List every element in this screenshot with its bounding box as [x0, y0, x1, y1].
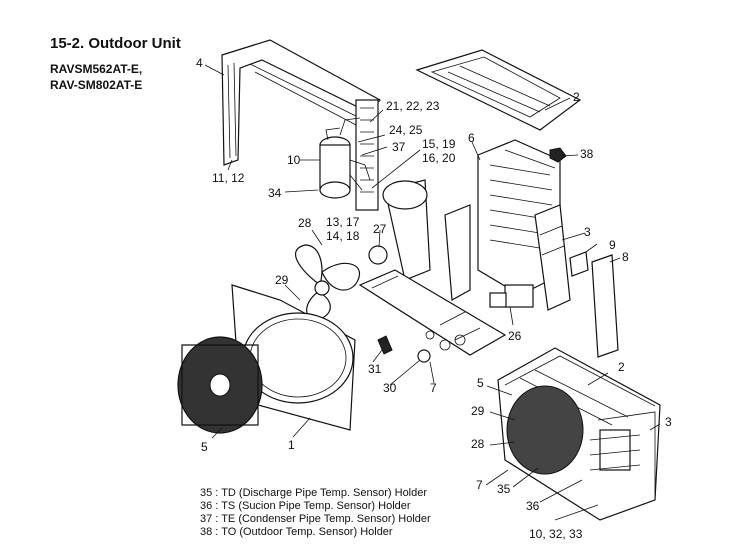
callout-3-bottom: 3: [665, 415, 672, 429]
callout-31: 31: [368, 362, 382, 376]
callout-5-right: 5: [477, 376, 484, 390]
callout-34: 34: [268, 186, 282, 200]
leader-lines: [204, 64, 661, 521]
motor-base: [368, 179, 431, 281]
legend-item: 35 : TD (Discharge Pipe Temp. Sensor) Ho…: [200, 487, 428, 499]
compressor-assembly: [319, 117, 371, 199]
callout-15-19: 15, 19: [422, 137, 456, 151]
front-panel: [231, 284, 356, 431]
model-name-1: RAVSM562AT-E,: [50, 62, 143, 76]
valve-cover: [569, 251, 619, 358]
callout-28-top: 28: [298, 216, 312, 230]
callout-29-top: 29: [275, 273, 289, 287]
callout-27: 27: [373, 222, 387, 236]
callout-7-mid: 7: [430, 381, 437, 395]
legend-item: 38 : TO (Outdoor Temp. Sensor) Holder: [200, 526, 393, 538]
callout-13-17: 13, 17: [326, 215, 360, 229]
callout-2-top: 2: [573, 90, 580, 104]
callout-5-left: 5: [201, 440, 208, 454]
callout-38: 38: [580, 147, 594, 161]
assembled-unit: [497, 347, 661, 521]
callout-26: 26: [508, 329, 522, 343]
callout-3-top: 3: [584, 225, 591, 239]
callout-35: 35: [497, 482, 511, 496]
model-name-2: RAV-SM802AT-E: [50, 78, 143, 92]
callout-9: 9: [609, 238, 616, 252]
fan-blade: [294, 244, 361, 321]
base-plate: [358, 269, 507, 356]
callout-6: 6: [468, 131, 475, 145]
fan-grille: [177, 336, 263, 434]
callout-1: 1: [288, 438, 295, 452]
callout-36: 36: [526, 499, 540, 513]
callout-7-bottom: 7: [476, 478, 483, 492]
partition-panel: [444, 204, 471, 301]
small-parts: [377, 335, 431, 363]
callout-37: 37: [392, 140, 406, 154]
callout-29-bottom: 29: [471, 404, 485, 418]
callout-14-18: 14, 18: [326, 229, 360, 243]
top-cover-plate: [415, 49, 582, 131]
callout-11-12: 11, 12: [212, 171, 245, 185]
side-panel: [534, 204, 571, 311]
legend-item: 37 : TE (Condenser Pipe Temp. Sensor) Ho…: [200, 513, 431, 525]
callout-30: 30: [383, 381, 397, 395]
sensor-holder-38: [549, 147, 567, 163]
callout-8: 8: [622, 250, 629, 264]
sensor-holder-legend: 35 : TD (Discharge Pipe Temp. Sensor) Ho…: [200, 487, 431, 539]
callout-4: 4: [196, 56, 203, 70]
callout-21-22-23: 21, 22, 23: [386, 99, 440, 113]
callout-2-bottom: 2: [618, 360, 625, 374]
callout-10: 10: [287, 153, 301, 167]
callout-28-bottom: 28: [471, 437, 485, 451]
page-title: 15-2. Outdoor Unit: [50, 35, 181, 52]
heat-exchanger: [221, 39, 381, 211]
callout-24-25: 24, 25: [389, 123, 423, 137]
callout-16-20: 16, 20: [422, 151, 456, 165]
legend-item: 36 : TS (Sucion Pipe Temp. Sensor) Holde…: [200, 500, 411, 512]
callout-10-32-33: 10, 32, 33: [529, 527, 583, 541]
